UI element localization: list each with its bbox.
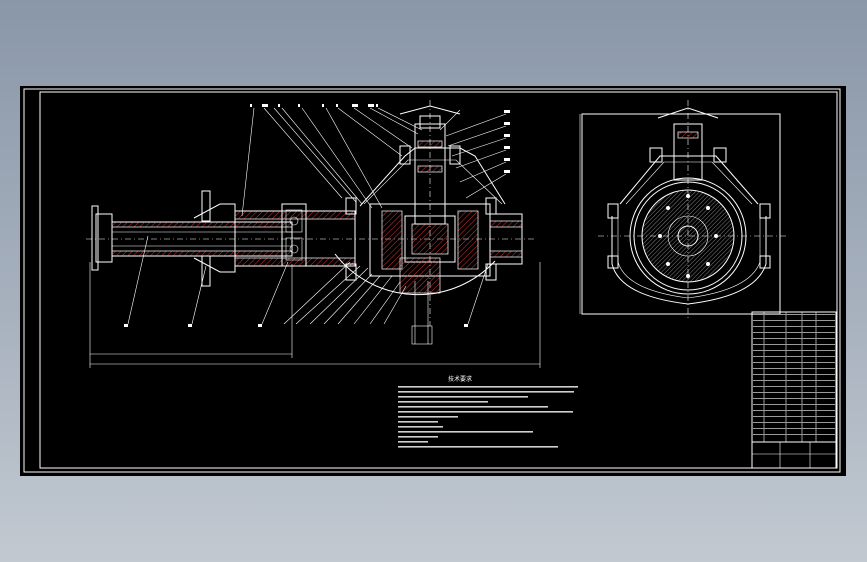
drawing-sheet[interactable]: 技术要求	[20, 86, 846, 476]
callout-leaders-top	[241, 107, 507, 217]
parts-list-row	[753, 404, 835, 405]
parts-list	[753, 314, 835, 440]
technical-requirements: 技术要求	[398, 375, 578, 448]
parts-list-row	[753, 320, 835, 321]
parts-list-row	[753, 416, 835, 417]
drawing-svg: 技术要求	[23, 88, 841, 473]
parts-list-row	[753, 374, 835, 375]
parts-list-row	[753, 362, 835, 363]
parts-list-row	[753, 398, 835, 399]
callout-leaders-bottom	[127, 235, 489, 325]
parts-list-row	[753, 326, 835, 327]
inner-frame	[39, 91, 838, 469]
parts-list-row	[753, 386, 835, 387]
parts-list-row	[753, 410, 835, 411]
parts-list-row	[753, 428, 835, 429]
ring-gear	[399, 257, 441, 294]
parts-list-row	[753, 332, 835, 333]
outer-frame	[23, 88, 841, 473]
parts-list-row	[753, 338, 835, 339]
main-section-view	[86, 100, 541, 368]
parts-list-row	[753, 422, 835, 423]
parts-list-row	[753, 344, 835, 345]
ring-gear-circle	[629, 177, 747, 295]
parts-list-row	[753, 356, 835, 357]
title-block	[751, 311, 837, 469]
housing-arc	[334, 253, 496, 296]
parts-list-row	[753, 434, 835, 435]
bracket-block	[281, 203, 307, 267]
side-view	[579, 100, 788, 318]
tech-req-title: 技术要求	[448, 375, 472, 383]
parts-list-row	[753, 368, 835, 369]
parts-list-row	[753, 314, 835, 315]
parts-list-row	[753, 380, 835, 381]
callout-marks	[124, 104, 510, 327]
parts-list-row	[753, 392, 835, 393]
parts-list-row	[753, 350, 835, 351]
